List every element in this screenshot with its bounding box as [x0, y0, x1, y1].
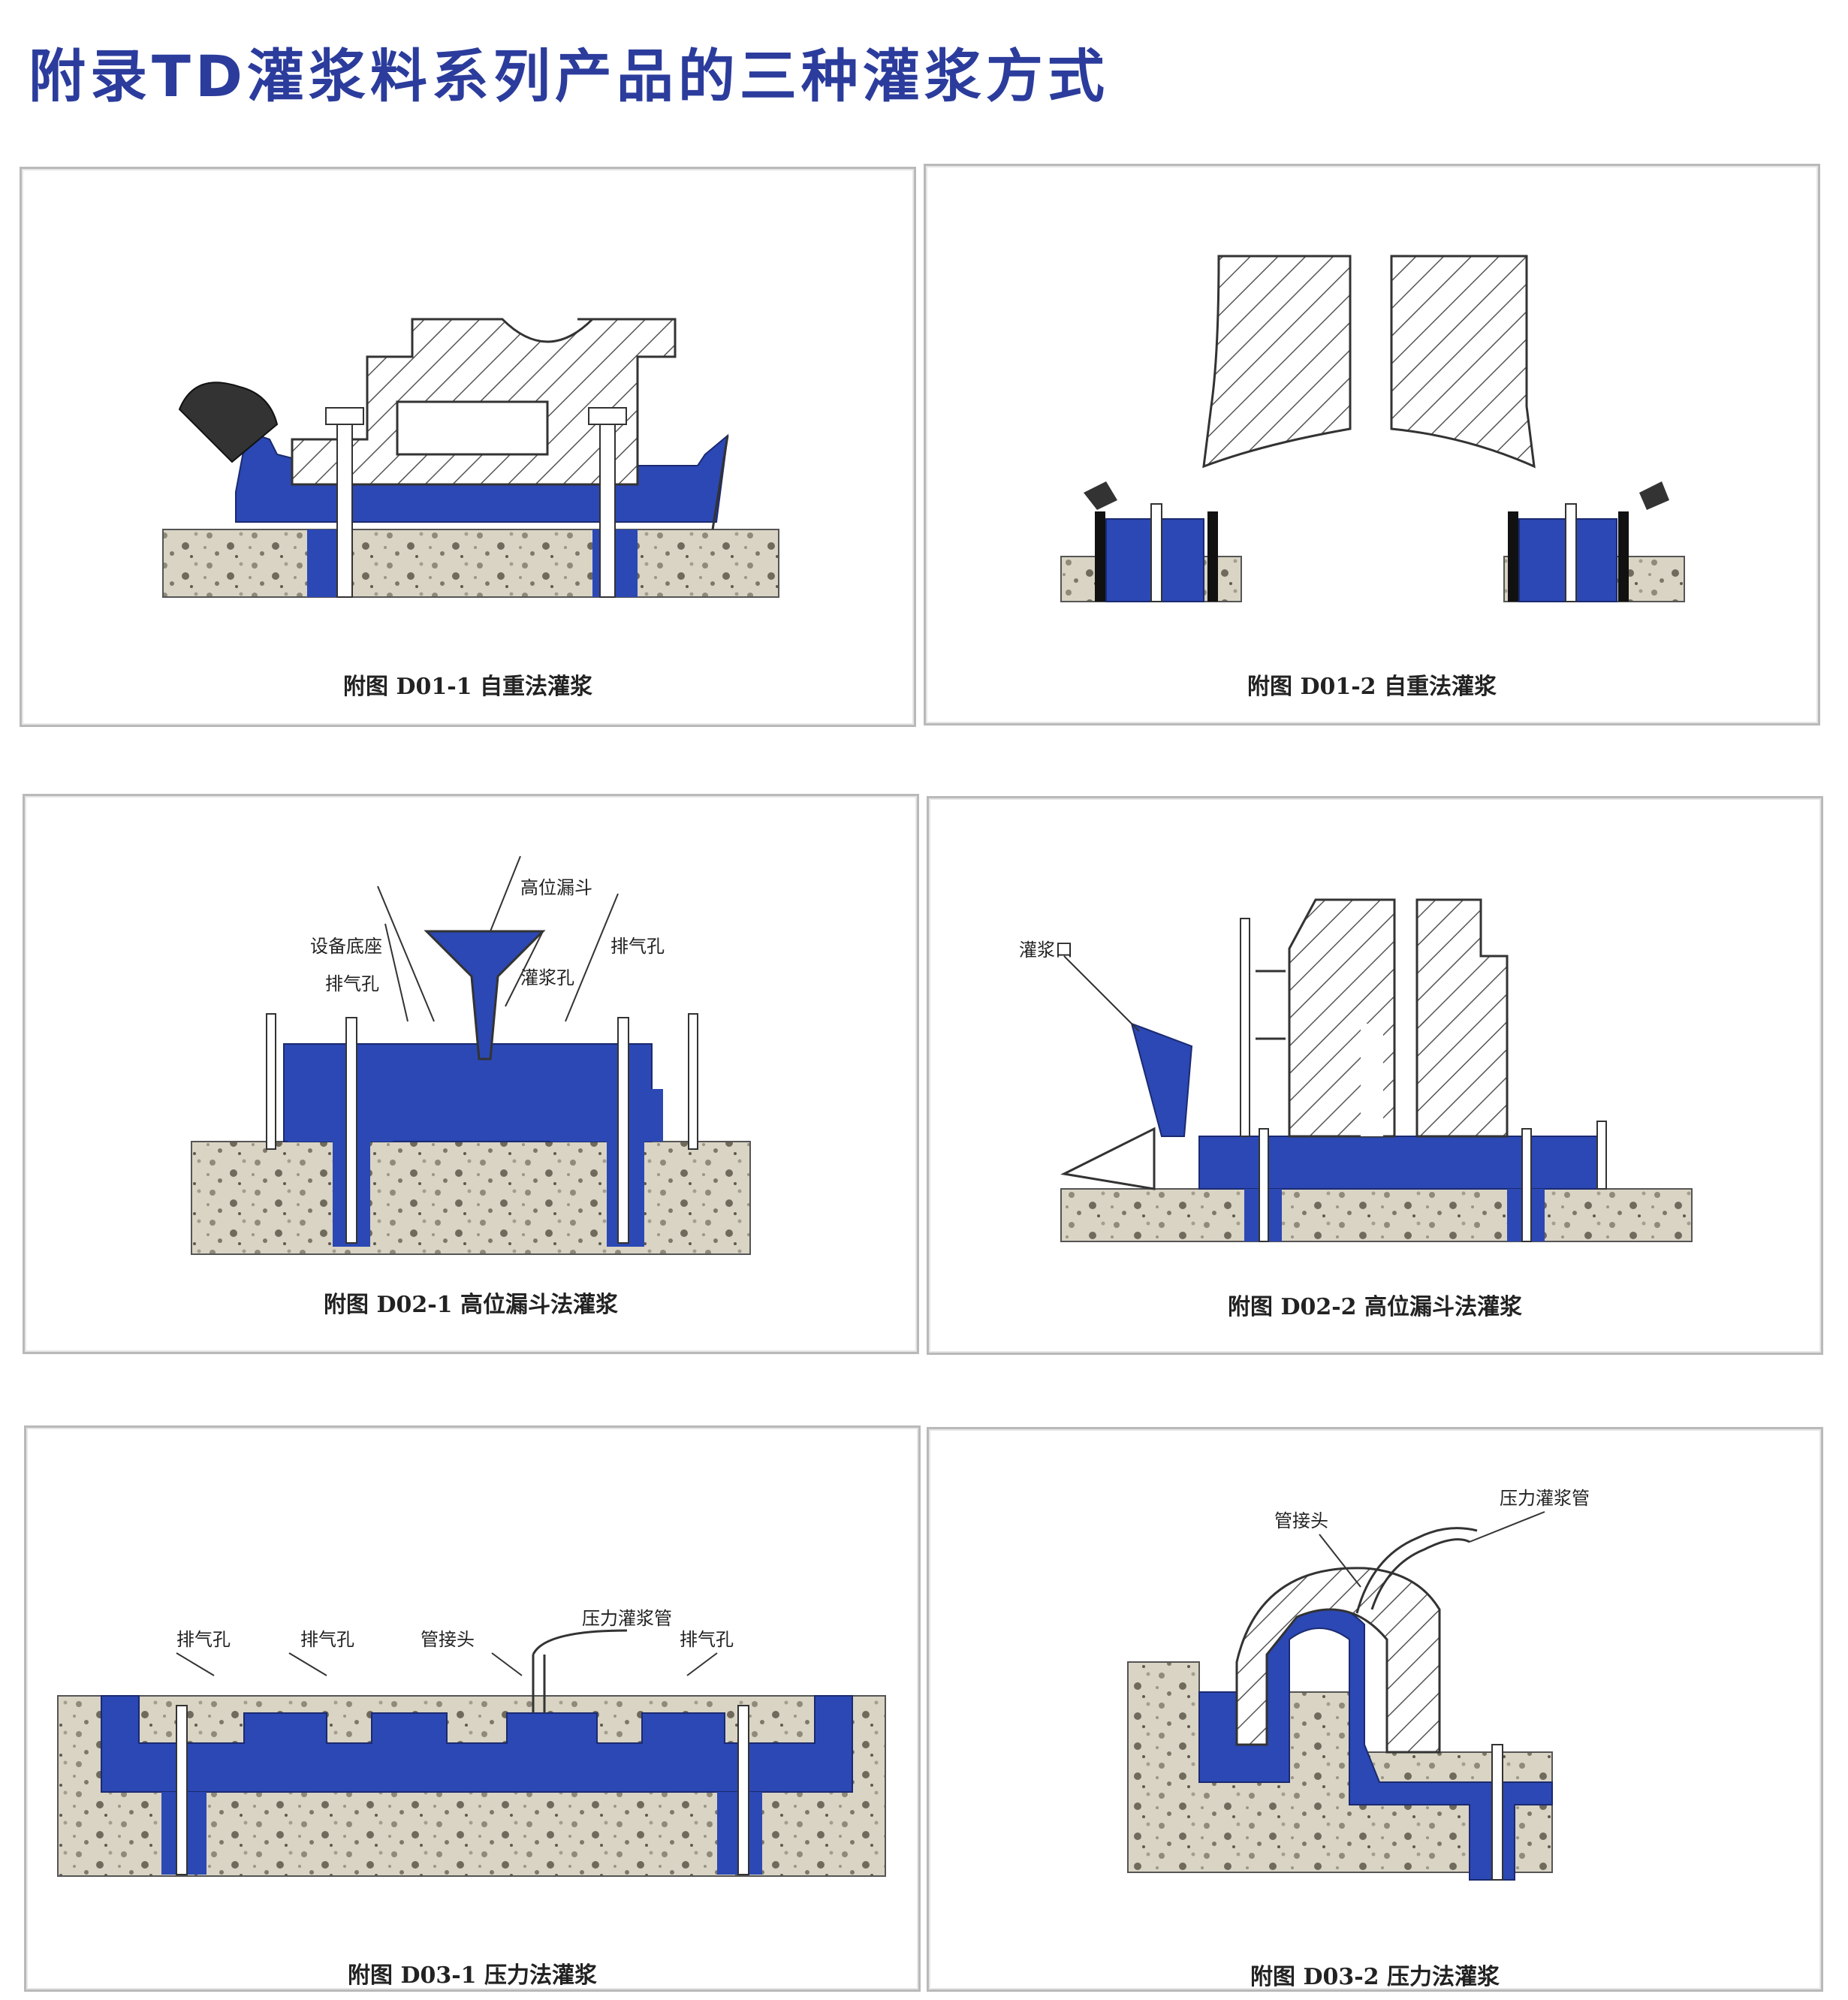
figure-caption: 附图 D02-1 高位漏斗法灌浆 — [324, 1292, 618, 1318]
label-pressure-grout-pipe: 压力灌浆管 — [582, 1608, 672, 1629]
label-pressure-grout-pipe: 压力灌浆管 — [1500, 1488, 1590, 1509]
figure-panel-d02-2: 灌浆口 附图 D02-2 高位漏斗法灌浆 — [927, 796, 1823, 1355]
page-title: 附录TD灌浆料系列产品的三种灌浆方式 — [29, 43, 1109, 110]
figure-caption: 附图 D01-2 自重法灌浆 — [1247, 674, 1497, 700]
diagram-pressure-method-1: 排气孔 排气孔 管接头 压力灌浆管 排气孔 — [57, 1608, 886, 1877]
figure-panel-d01-2: 附图 D01-2 自重法灌浆 — [924, 164, 1820, 725]
diagram-gravity-method-2 — [1060, 255, 1685, 602]
label-vent-hole: 排气孔 — [325, 973, 379, 994]
diagram-high-funnel-method-1: 高位漏斗 设备底座 排气孔 灌浆孔 排气孔 — [191, 855, 751, 1255]
label-vent-hole-2: 排气孔 — [300, 1629, 354, 1650]
figure-caption: 附图 D03-2 压力法灌浆 — [1250, 1964, 1500, 1990]
label-grout-inlet: 灌浆口 — [1019, 940, 1073, 961]
label-vent-hole-right: 排气孔 — [610, 936, 665, 957]
figure-panel-d03-2: 管接头 压力灌浆管 附图 D03-2 压力法灌浆 — [927, 1427, 1823, 1992]
label-equipment-base: 设备底座 — [310, 936, 382, 957]
label-high-funnel: 高位漏斗 — [520, 877, 592, 898]
label-vent-hole-3: 排气孔 — [680, 1629, 734, 1650]
figure-panel-d03-1: 排气孔 排气孔 管接头 压力灌浆管 排气孔 附图 D03-1 压力法灌浆 — [24, 1425, 921, 1992]
label-pipe-joint: 管接头 — [421, 1629, 475, 1650]
diagram-pressure-method-2: 管接头 压力灌浆管 — [1127, 1488, 1590, 1881]
figure-panel-d01-1: 附图 D01-1 自重法灌浆 — [20, 167, 916, 727]
diagram-high-funnel-method-2: 灌浆口 — [1019, 898, 1693, 1242]
label-vent-hole-1: 排气孔 — [176, 1629, 231, 1650]
label-pipe-joint: 管接头 — [1274, 1510, 1328, 1531]
figure-caption: 附图 D02-2 高位漏斗法灌浆 — [1228, 1294, 1522, 1320]
figure-caption: 附图 D03-1 压力法灌浆 — [348, 1962, 597, 1989]
diagram-gravity-method-1 — [162, 318, 779, 598]
label-grout-hole: 灌浆孔 — [520, 967, 574, 988]
figure-panel-d02-1: 高位漏斗 设备底座 排气孔 灌浆孔 排气孔 附图 D02-1 高位漏斗法灌浆 — [23, 794, 919, 1354]
figure-caption: 附图 D01-1 自重法灌浆 — [343, 674, 592, 700]
